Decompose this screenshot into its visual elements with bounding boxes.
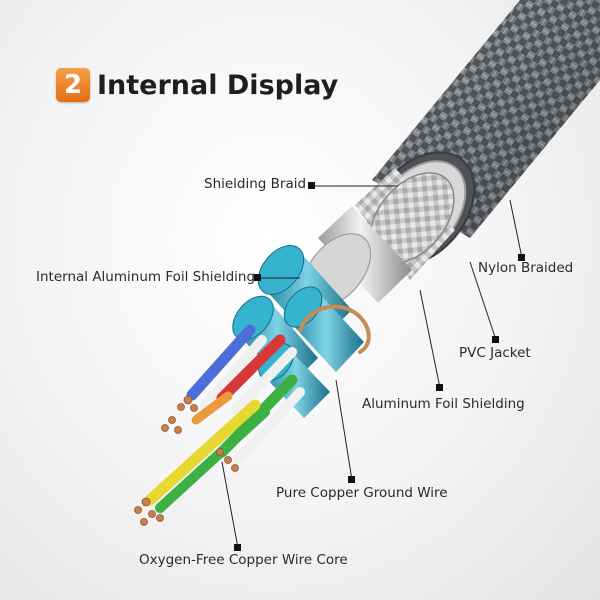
section-number-badge: 2	[56, 68, 90, 102]
shielding-braid	[355, 168, 455, 280]
label-aluminum-foil-shielding: Aluminum Foil Shielding	[362, 396, 525, 412]
colored-conductors	[144, 324, 305, 513]
label-shielding-braid: Shielding Braid	[204, 176, 307, 192]
leader-lines	[221, 185, 523, 549]
copper-wire-tips	[134, 395, 239, 526]
label-pvc-jacket: PVC Jacket	[459, 345, 531, 361]
label-ground-wire: Pure Copper Ground Wire	[276, 485, 448, 501]
label-wire-core: Oxygen-Free Copper Wire Core	[139, 552, 348, 568]
section-title: Internal Display	[97, 70, 339, 101]
label-nylon-braided: Nylon Braided	[478, 260, 574, 276]
leader-dots	[234, 182, 525, 551]
label-internal-aluminum-foil: Internal Aluminum Foil Shielding	[36, 269, 256, 285]
copper-ground-wire	[298, 304, 371, 354]
